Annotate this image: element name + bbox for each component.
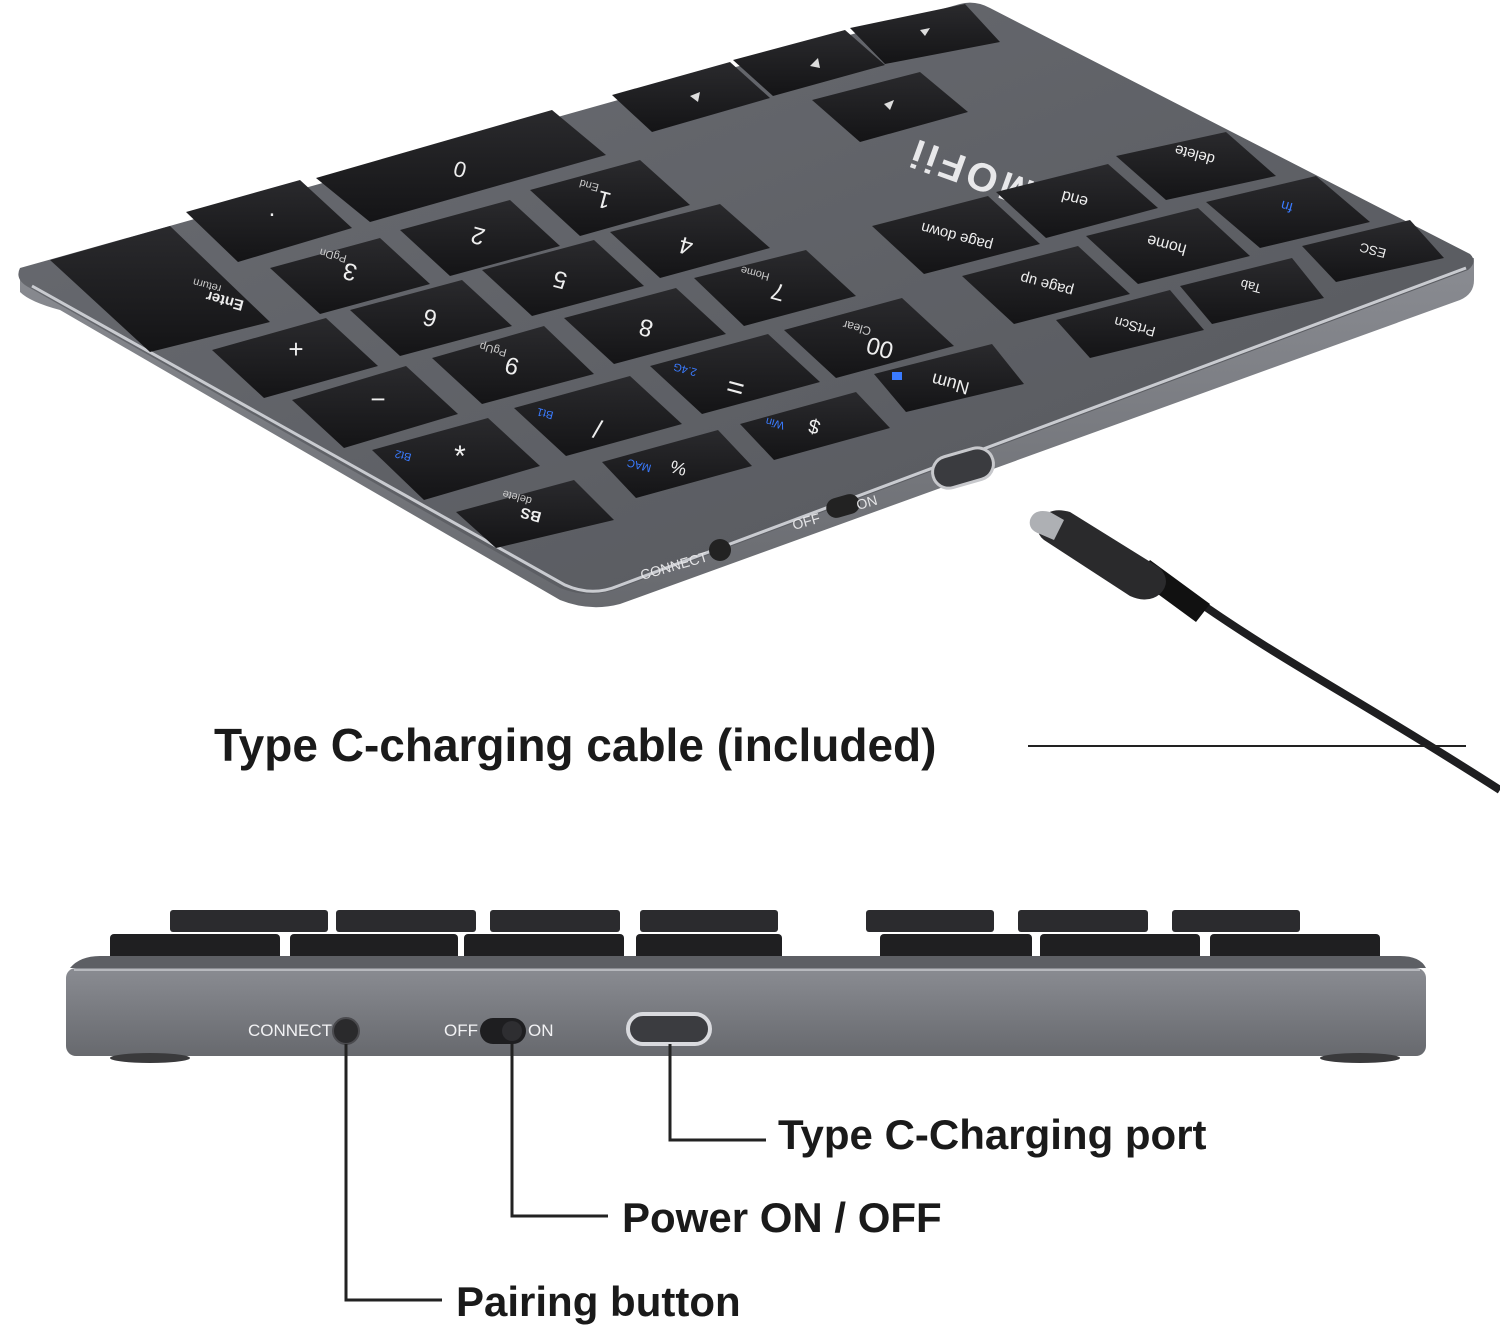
key-arrow-down[interactable] <box>812 72 968 142</box>
side-view-front-face <box>66 968 1426 1056</box>
key-double-zero[interactable]: 00 Clear <box>784 298 954 378</box>
cable-plug-body <box>1037 510 1166 600</box>
power-callout-text: Power ON / OFF <box>622 1194 942 1241</box>
key-slash[interactable]: / Bt1 <box>514 376 682 456</box>
key-0[interactable]: 0 <box>316 110 606 222</box>
pairing-callout-text: Pairing button <box>456 1278 741 1325</box>
key-star-label: * <box>454 440 466 473</box>
key-minus[interactable]: − <box>292 366 458 448</box>
key-slash-sublabel: Bt1 <box>536 405 555 421</box>
side-view-foot-right <box>1320 1053 1400 1063</box>
pairing-callout-line <box>344 1044 442 1302</box>
key-end[interactable]: end <box>996 164 1158 238</box>
key-num[interactable]: Num <box>874 344 1024 412</box>
key-percent-label: % <box>668 456 689 479</box>
key-dot[interactable]: . <box>186 180 352 262</box>
key-page-down[interactable]: page down <box>872 196 1040 274</box>
usb-c-port[interactable] <box>626 1012 712 1046</box>
key-esc[interactable]: ESC <box>1302 220 1444 282</box>
key-home[interactable]: home <box>1086 208 1250 284</box>
key-plus-label: + <box>288 334 303 364</box>
cable-callout-text: Type C-charging cable (included) <box>214 719 937 771</box>
keyboard-edge-highlight <box>31 266 1467 593</box>
key-arrow-right[interactable] <box>850 4 1000 64</box>
key-minus-label: − <box>370 384 385 414</box>
power-switch-knob[interactable] <box>502 1021 522 1041</box>
key-dot-label: . <box>269 195 276 222</box>
keyboard-side-view: CONNECT OFF ON <box>66 910 1426 1063</box>
on-label: ON <box>528 1021 554 1040</box>
key-1[interactable]: 1 End <box>530 160 690 236</box>
key-dollar-sublabel: Win <box>765 415 786 431</box>
power-on-label-top: ON <box>854 492 879 513</box>
off-label: OFF <box>444 1021 478 1040</box>
side-view-foot-left <box>110 1053 190 1063</box>
power-off-label-top: OFF <box>790 510 821 533</box>
key-9[interactable]: 9 PgUp <box>432 326 594 404</box>
key-3[interactable]: 3 PgDn <box>270 238 430 314</box>
key-arrow-up[interactable] <box>733 30 885 96</box>
cable-wire <box>1187 592 1500 794</box>
key-backspace-label: BS <box>519 503 544 525</box>
key-equals-sublabel: 2.4G <box>672 360 698 378</box>
key-arrow-left[interactable] <box>612 62 770 132</box>
connect-label: CONNECT <box>248 1021 332 1040</box>
num-lock-indicator-icon <box>892 372 902 380</box>
key-tab[interactable]: Tab <box>1180 258 1324 324</box>
usb-c-cable <box>1029 510 1500 794</box>
key-fn-label: fn <box>1279 198 1294 216</box>
key-7[interactable]: 7 Home <box>694 250 856 326</box>
side-view-top-plate <box>70 956 1426 968</box>
key-dollar[interactable]: $ Win <box>740 392 890 460</box>
key-prtscn[interactable]: PrtScn <box>1056 290 1204 358</box>
key-5[interactable]: 5 <box>482 240 644 316</box>
key-delete[interactable]: delete <box>1116 132 1276 200</box>
key-star-sublabel: Bt2 <box>394 447 413 463</box>
usb-c-port-top-view <box>931 446 995 490</box>
key-star[interactable]: * Bt2 <box>372 418 540 500</box>
key-end-label: end <box>1060 187 1090 210</box>
key-dollar-label: $ <box>806 414 822 438</box>
key-1-sublabel: End <box>578 177 600 194</box>
port-callout-text: Type C-Charging port <box>778 1111 1207 1158</box>
key-fn[interactable]: fn <box>1206 176 1370 248</box>
power-switch-top-view <box>826 494 860 518</box>
key-6[interactable]: 6 <box>350 280 512 356</box>
key-page-up[interactable]: page up <box>962 246 1130 324</box>
key-2[interactable]: 2 <box>400 200 560 276</box>
power-callout-line <box>510 1044 608 1218</box>
pairing-button-top-view <box>709 539 731 561</box>
key-4[interactable]: 4 <box>610 204 770 278</box>
key-esc-label: ESC <box>1358 240 1388 261</box>
key-equals[interactable]: = 2.4G <box>650 334 820 414</box>
key-8[interactable]: 8 <box>564 288 726 364</box>
key-plus[interactable]: + <box>212 318 378 398</box>
key-percent[interactable]: % MAC <box>602 430 752 498</box>
pairing-button[interactable] <box>332 1017 360 1045</box>
port-callout-line <box>668 1044 766 1142</box>
key-tab-label: Tab <box>1239 276 1263 296</box>
keyboard-top-view: MOFii 0 . 1 End 2 3 PgDn <box>18 2 1474 608</box>
cable-connector-tip <box>1029 511 1064 540</box>
